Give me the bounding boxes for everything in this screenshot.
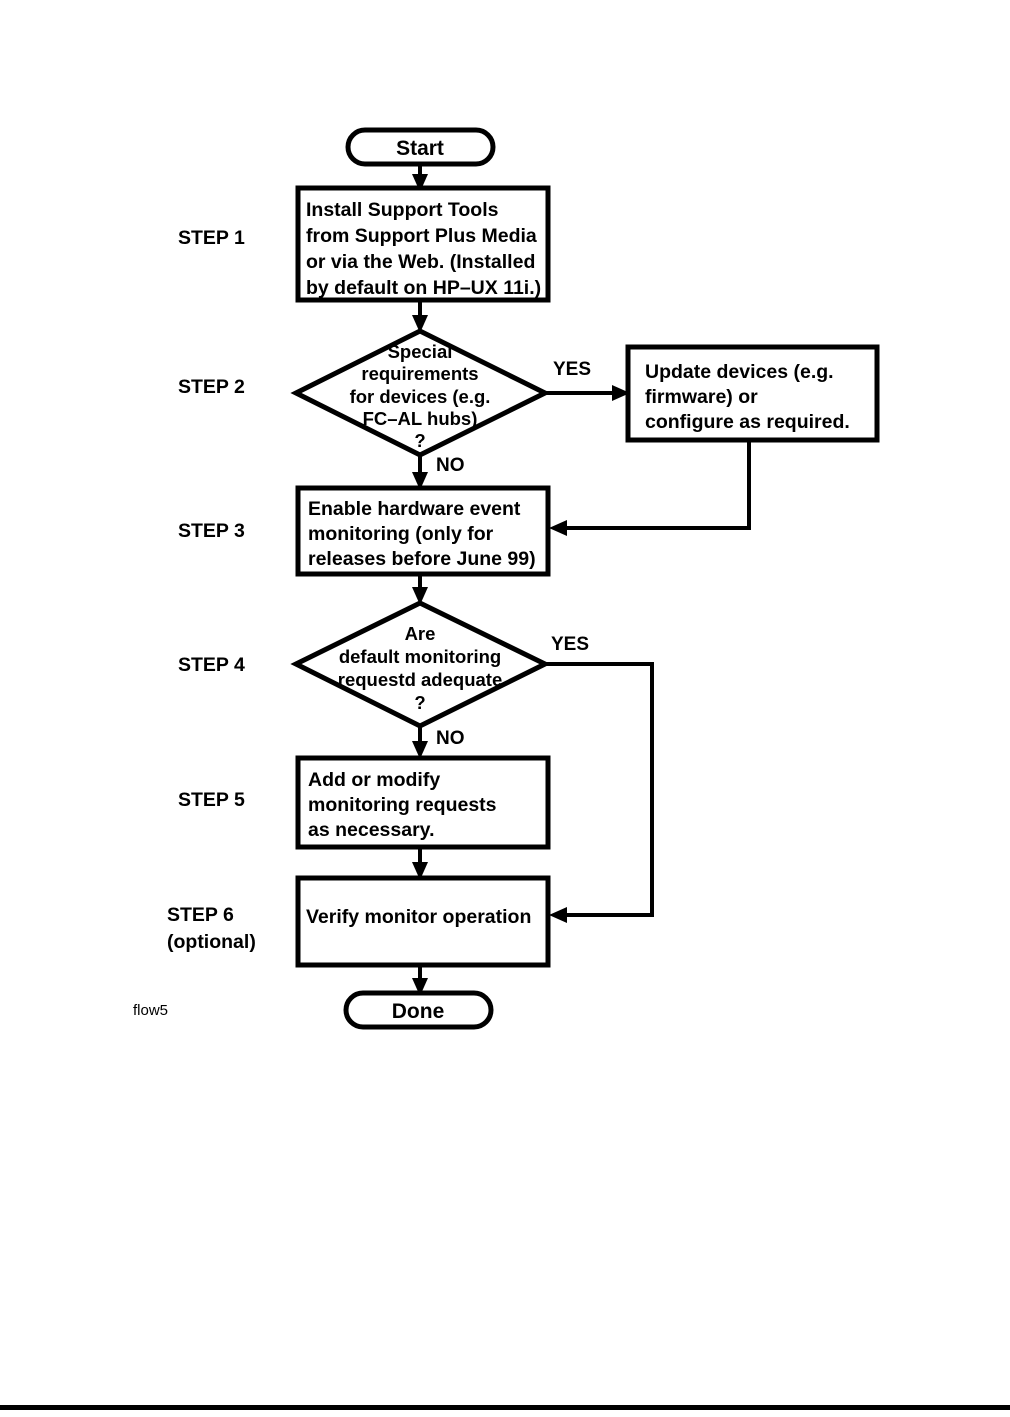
start-label: Start: [396, 137, 444, 160]
step-label-4: STEP 4: [178, 654, 245, 676]
step-label-1: STEP 1: [178, 227, 245, 249]
node-verify-monitor[interactable]: Verify monitor operation: [295, 875, 551, 968]
edge-verify-to-done: [412, 967, 428, 996]
edge-add-modify-to-verify: [412, 849, 428, 880]
special-requirements-line-4: FC–AL hubs): [363, 408, 478, 429]
branch-label-step4-no: NO: [436, 728, 465, 749]
update-devices-line-2: firmware) or: [645, 386, 758, 408]
edge-update-devices-to-enable-monitoring: [549, 440, 751, 536]
defaults-adequate-line-2: default monitoring: [339, 646, 501, 667]
install-line-3: or via the Web. (Installed: [306, 251, 535, 273]
node-install-support-tools[interactable]: Install Support Tools from Support Plus …: [295, 185, 551, 303]
add-modify-line-1: Add or modify: [308, 769, 440, 791]
edge-special-requirements-yes: [545, 385, 630, 401]
add-modify-line-2: monitoring requests: [308, 794, 497, 816]
branch-label-step2-no: NO: [436, 455, 465, 476]
install-line-1: Install Support Tools: [306, 199, 499, 221]
install-line-2: from Support Plus Media: [306, 225, 537, 247]
defaults-adequate-line-4: ?: [414, 692, 425, 713]
enable-monitoring-line-1: Enable hardware event: [308, 498, 521, 520]
update-devices-line-3: configure as required.: [645, 411, 850, 433]
step-label-3: STEP 3: [178, 520, 245, 542]
special-requirements-line-5: ?: [414, 430, 425, 451]
edge-install-to-special-requirements: [412, 300, 428, 333]
enable-monitoring-line-2: monitoring (only for: [308, 523, 494, 545]
special-requirements-line-3: for devices (e.g.: [350, 386, 491, 407]
verify-monitor-line-1: Verify monitor operation: [306, 906, 531, 928]
step-label-5: STEP 5: [178, 789, 245, 811]
step-label-6-optional: (optional): [167, 931, 256, 953]
enable-monitoring-line-3: releases before June 99): [308, 548, 536, 570]
install-line-4: by default on HP–UX 11i.): [306, 277, 541, 299]
defaults-adequate-line-3: requestd adequate: [338, 669, 503, 690]
update-devices-line-1: Update devices (e.g.: [645, 361, 834, 383]
node-start[interactable]: Start: [345, 127, 496, 167]
step-label-6: STEP 6: [167, 904, 234, 926]
node-done[interactable]: Done: [343, 990, 494, 1030]
special-requirements-line-2: requirements: [361, 363, 478, 384]
step-label-2: STEP 2: [178, 376, 245, 398]
branch-label-step2-yes: YES: [553, 359, 591, 380]
node-defaults-adequate-decision[interactable]: Are default monitoring requestd adequate…: [290, 600, 551, 729]
add-modify-line-3: as necessary.: [308, 819, 435, 841]
edge-defaults-adequate-no: [412, 726, 428, 759]
node-special-requirements-decision[interactable]: Special requirements for devices (e.g. F…: [290, 328, 551, 458]
figure-caption: flow5: [133, 1002, 168, 1019]
node-enable-monitoring[interactable]: Enable hardware event monitoring (only f…: [295, 485, 551, 577]
edge-enable-monitoring-to-defaults-adequate: [412, 575, 428, 605]
node-update-devices[interactable]: Update devices (e.g. firmware) or config…: [625, 344, 880, 443]
node-add-modify-requests[interactable]: Add or modify monitoring requests as nec…: [295, 755, 551, 850]
done-label: Done: [392, 1000, 445, 1023]
edge-special-requirements-no: [412, 455, 428, 490]
footer-divider: [0, 1405, 1010, 1410]
edge-defaults-adequate-yes: [545, 662, 654, 923]
branch-label-step4-yes: YES: [551, 634, 589, 655]
defaults-adequate-line-1: Are: [405, 623, 436, 644]
edge-start-to-install: [412, 164, 428, 192]
special-requirements-line-1: Special: [388, 341, 453, 362]
